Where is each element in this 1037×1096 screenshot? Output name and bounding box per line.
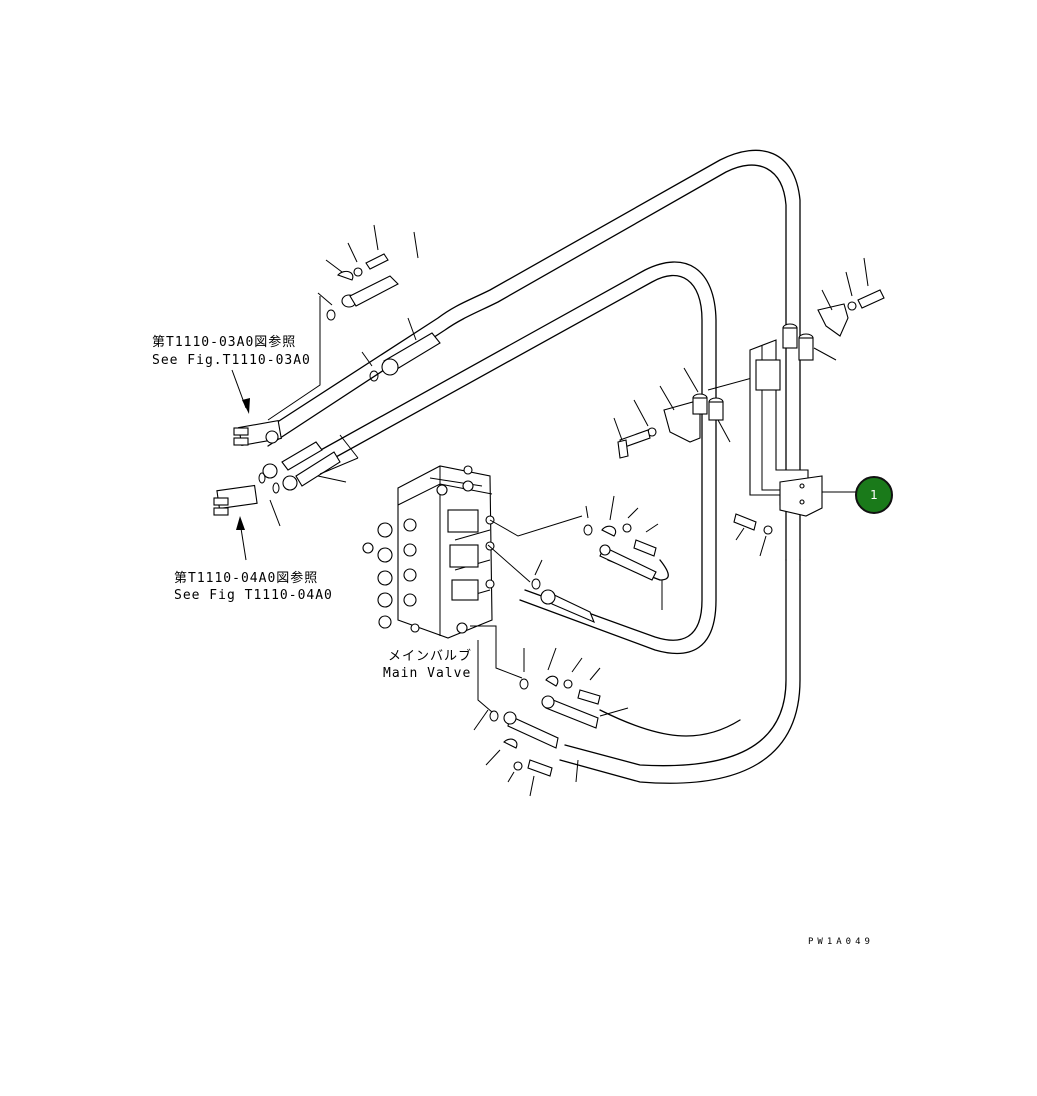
callout-number: 1 [870,488,878,502]
hose-lower-u [559,559,801,784]
drawing-code: PW1A049 [808,937,874,947]
lower-fitting-group [213,434,359,527]
hose-upper-inner [291,261,717,655]
valve-fittings [473,495,663,797]
ref-lower-jp: 第T1110-04A0図参照 [174,571,319,586]
ref-lower-en: See Fig T1110-04A0 [174,588,333,603]
upper-fitting-group [233,224,441,446]
main-valve-block [362,465,583,713]
callout-part-1[interactable]: 1 [855,476,893,514]
ref-upper-en: See Fig.T1110-03A0 [152,353,311,368]
valve-label-jp: メインバルブ [388,649,473,664]
ref-upper-jp: 第T1110-03A0図参照 [152,335,297,350]
hose-upper-outer [261,149,801,561]
hose-mid [607,559,669,581]
valve-label-en: Main Valve [383,666,472,681]
clamp-bracket-group [613,257,885,557]
